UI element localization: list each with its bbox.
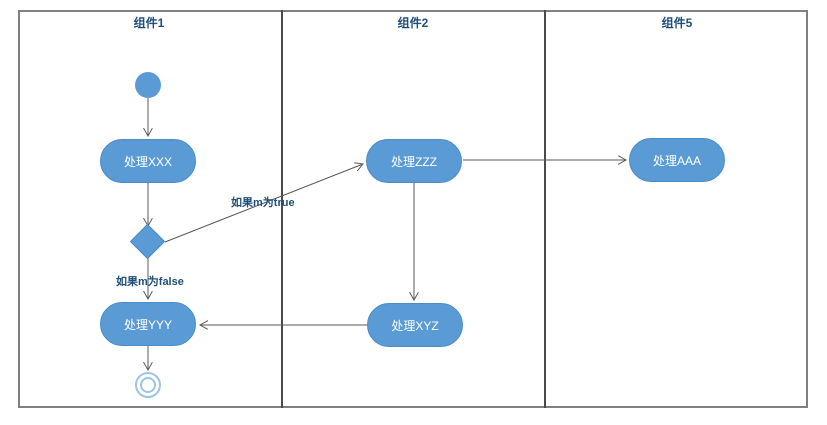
activity-node-aaa[interactable]: 处理AAA xyxy=(629,138,725,182)
activity-node-xyz[interactable]: 处理XYZ xyxy=(367,303,463,347)
edge-label-true-branch: 如果m为true xyxy=(231,197,295,209)
end-node-inner-ring xyxy=(140,377,156,393)
lane-divider-2 xyxy=(544,10,546,408)
edge-label-false-branch: 如果m为false xyxy=(116,276,184,288)
activity-node-xxx[interactable]: 处理XXX xyxy=(100,139,196,183)
lane-title-component5: 组件5 xyxy=(661,16,693,30)
lane-title-component1: 组件1 xyxy=(133,16,165,30)
activity-node-yyy[interactable]: 处理YYY xyxy=(100,302,196,346)
end-node-icon[interactable] xyxy=(135,372,161,398)
start-node-icon[interactable] xyxy=(135,72,161,98)
lane-title-component2: 组件2 xyxy=(397,16,429,30)
diagram-frame xyxy=(18,10,808,408)
activity-node-zzz[interactable]: 处理ZZZ xyxy=(366,139,462,183)
